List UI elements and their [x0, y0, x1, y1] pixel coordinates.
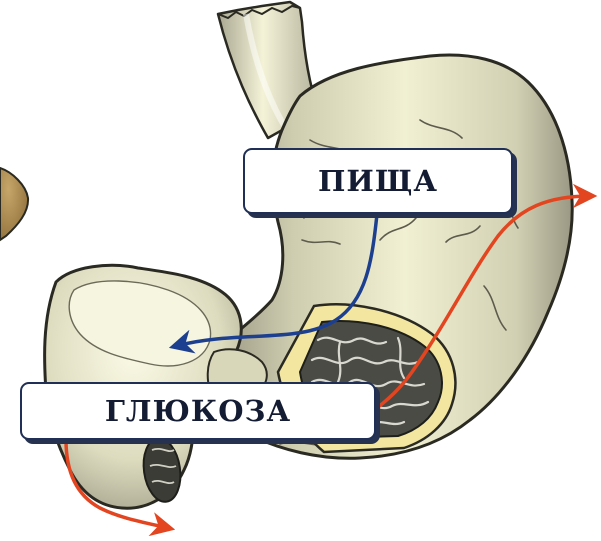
liver-shape — [0, 168, 28, 240]
glucose-label: ГЛЮКОЗА — [20, 382, 376, 440]
food-label-text: ПИЩА — [318, 164, 438, 198]
food-label: ПИЩА — [243, 148, 513, 214]
glucose-label-text: ГЛЮКОЗА — [105, 394, 291, 428]
